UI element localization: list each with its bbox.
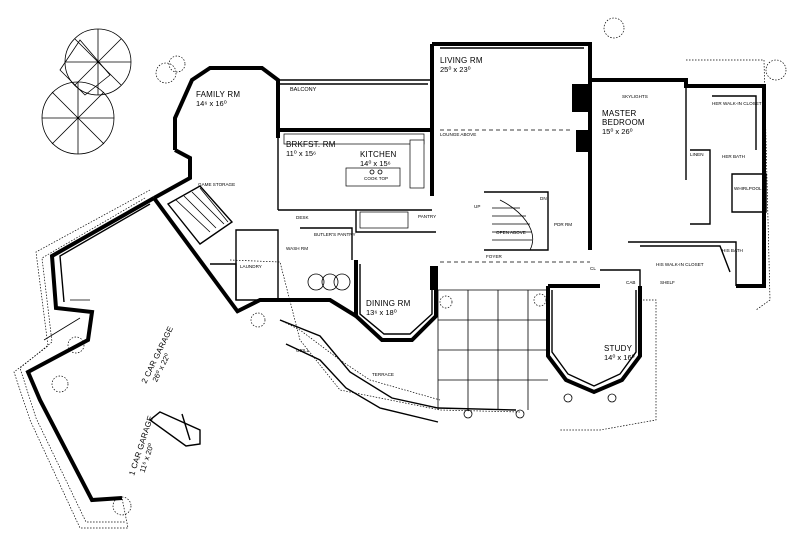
grill-label: GRILL — [296, 348, 310, 353]
his-walkin-label: HIS WALK-IN CLOSET — [656, 262, 704, 267]
butlers-pantry-label: BUTLER'S PANTRY — [314, 232, 356, 237]
lounge-above-label: LOUNGE ABOVE — [440, 132, 476, 137]
master-bedroom-label-2: BEDROOM — [602, 118, 645, 127]
powder-room-label: PDR RM — [554, 222, 572, 227]
family-room-dim: 14⁶ x 16⁰ — [196, 99, 227, 108]
study-label: STUDY — [604, 344, 633, 353]
cooktop-label: COOK TOP — [364, 176, 388, 181]
cab-label: CAB — [626, 280, 635, 285]
stair-up-label: UP — [474, 204, 480, 209]
open-above-label: OPEN ABOVE — [496, 230, 526, 235]
laundry-label: LAUNDRY — [240, 264, 262, 269]
master-bedroom-label-1: MASTER — [602, 109, 637, 118]
balcony-label: BALCONY — [290, 87, 317, 93]
family-room-label: FAMILY RM — [196, 90, 240, 99]
living-room-label: LIVING RM — [440, 56, 483, 65]
study-dim: 14⁰ x 16⁰ — [604, 353, 635, 362]
house-walls — [153, 42, 767, 395]
game-storage-label: GAME STORAGE — [198, 182, 235, 187]
terrace-label: TERRACE — [372, 372, 394, 377]
hers-bath-label: HER BATH — [722, 154, 745, 159]
linen-label: LINEN — [690, 152, 704, 157]
minor-labels: SKYLIGHTS HER WALK-IN CLOSET HER BATH LI… — [198, 94, 762, 377]
breakfast-room-label: BRKFST. RM — [286, 140, 336, 149]
kitchen-fixtures — [283, 133, 425, 229]
pantry-label: PANTRY — [418, 214, 436, 219]
kitchen-label: KITCHEN — [360, 150, 397, 159]
dining-room-dim: 13⁶ x 18⁰ — [366, 308, 397, 317]
master-bedroom-dim: 15⁰ x 26⁰ — [602, 127, 633, 136]
tree-icon — [41, 28, 132, 155]
shelf-label: SHELF — [660, 280, 675, 285]
stair-down-label: DN — [540, 196, 547, 201]
foyer-label: FOYER — [486, 254, 503, 259]
living-room-dim: 25⁰ x 23⁰ — [440, 65, 471, 74]
whirlpool-label: WHIRLPOOL — [734, 186, 762, 191]
skylights-label: SKYLIGHTS — [622, 94, 648, 99]
terrace — [250, 273, 617, 423]
shrub-icon — [155, 17, 787, 84]
garage — [25, 196, 240, 516]
hers-walkin-label: HER WALK-IN CLOSET — [712, 101, 762, 106]
wash-rm-label: WASH RM — [286, 246, 308, 251]
desk-label: DESK — [296, 215, 309, 220]
closet-label: CL — [590, 266, 596, 271]
kitchen-dim: 14⁰ x 15⁶ — [360, 159, 391, 168]
breakfast-room-dim: 11⁰ x 15⁶ — [286, 149, 316, 158]
dining-room-label: DINING RM — [366, 299, 411, 308]
his-bath-label: HIS BATH — [722, 248, 743, 253]
